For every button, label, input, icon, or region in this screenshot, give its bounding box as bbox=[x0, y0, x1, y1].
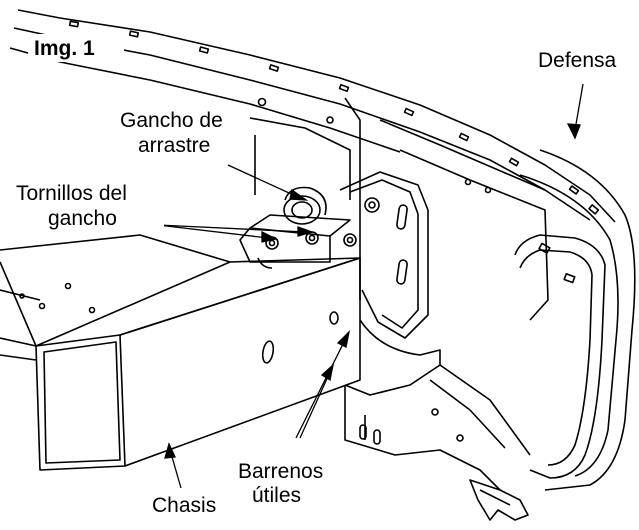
label-gancho-line1: Gancho de bbox=[120, 109, 223, 132]
figure-title: Img. 1 bbox=[34, 37, 95, 60]
label-chasis: Chasis bbox=[152, 494, 216, 517]
leader-lines bbox=[158, 84, 583, 488]
chassis-rail bbox=[0, 235, 360, 470]
label-tornillos-line1: Tornillos del bbox=[16, 182, 127, 205]
label-barrenos-line2: útiles bbox=[252, 484, 301, 507]
tow-hook bbox=[240, 118, 356, 268]
mount-bracket bbox=[340, 172, 530, 520]
label-tornillos-line2: gancho bbox=[48, 207, 117, 230]
label-defensa: Defensa bbox=[538, 49, 617, 72]
label-gancho-line2: arrastre bbox=[138, 134, 210, 157]
bumper bbox=[10, 10, 635, 490]
label-backgrounds bbox=[14, 34, 632, 518]
label-barrenos-line1: Barrenos bbox=[238, 460, 323, 483]
